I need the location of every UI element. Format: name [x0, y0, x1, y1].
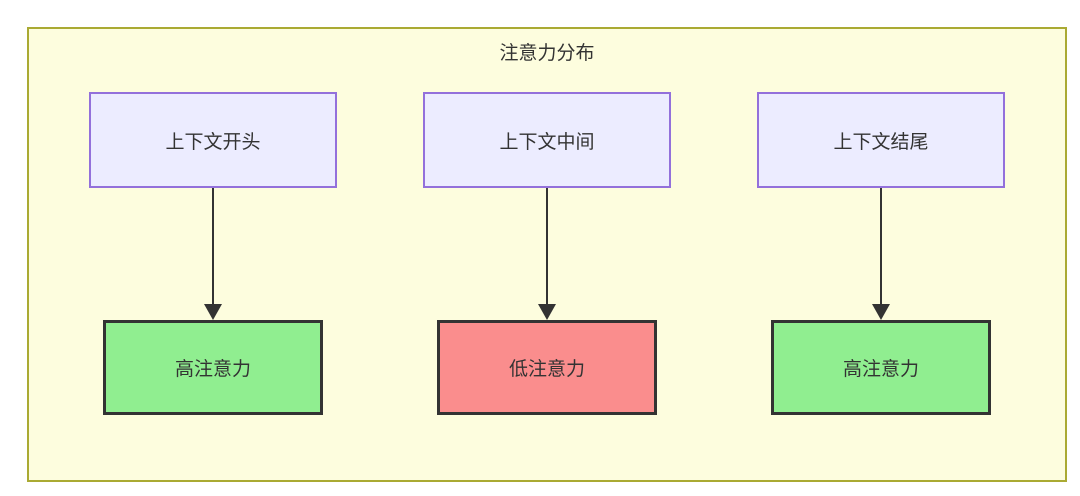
- arrowhead-icon: [872, 304, 890, 320]
- node-high-attention-1: 高注意力: [103, 320, 323, 415]
- node-context-middle-label: 上下文中间: [499, 131, 595, 153]
- node-low-attention-label: 低注意力: [508, 359, 585, 380]
- diagram-title: 注意力分布: [499, 43, 595, 64]
- node-high-attention-1-label: 高注意力: [174, 359, 251, 380]
- node-low-attention: 低注意力: [437, 320, 657, 415]
- arrow-end-to-high: [872, 188, 890, 320]
- arrowhead-icon: [204, 304, 222, 320]
- node-context-start-label: 上下文开头: [165, 131, 261, 153]
- arrow-middle-to-low: [538, 188, 556, 320]
- node-context-start: 上下文开头: [89, 92, 337, 188]
- node-context-end: 上下文结尾: [757, 92, 1005, 188]
- node-high-attention-2-label: 高注意力: [842, 359, 919, 380]
- node-context-middle: 上下文中间: [423, 92, 671, 188]
- node-context-end-label: 上下文结尾: [833, 131, 929, 153]
- arrow-start-to-high: [204, 188, 222, 320]
- arrowhead-icon: [538, 304, 556, 320]
- node-high-attention-2: 高注意力: [771, 320, 991, 415]
